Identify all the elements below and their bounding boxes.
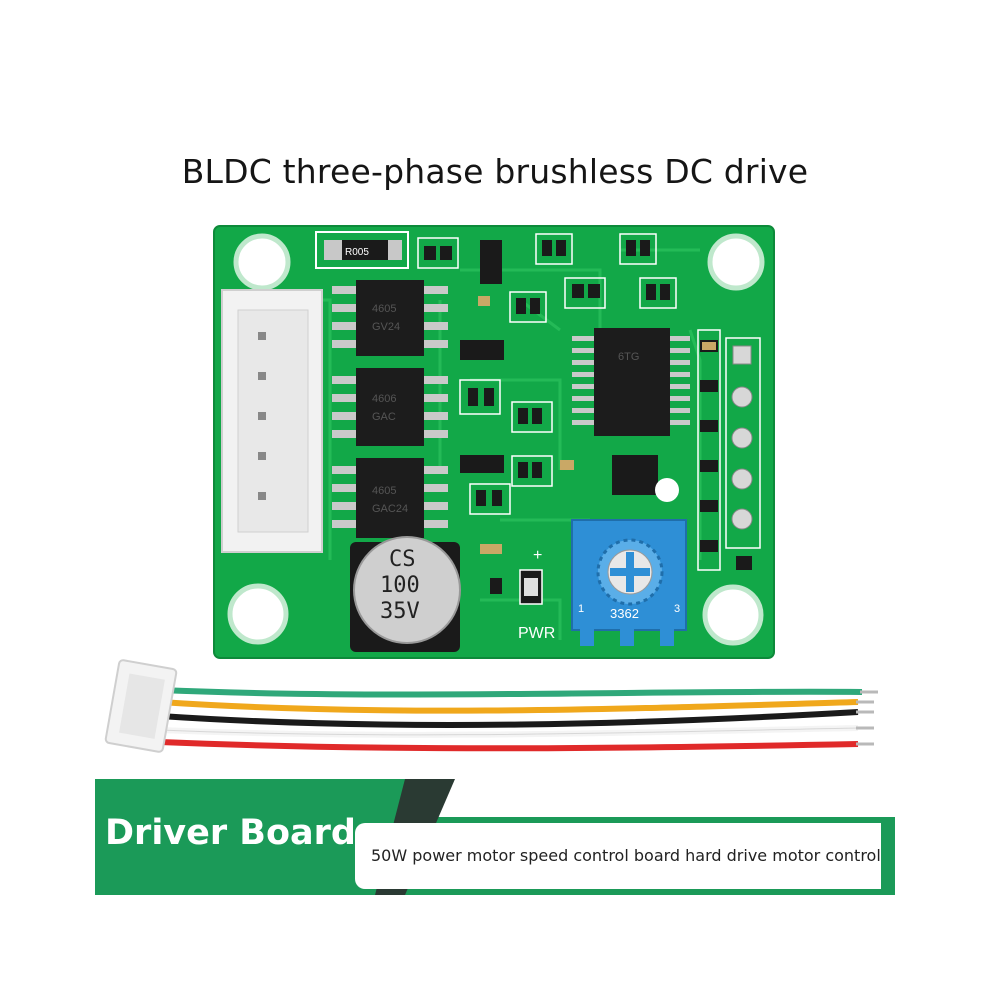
pcb-connector (221, 289, 323, 553)
banner-subtitle-box: 50W power motor speed control board hard… (355, 823, 881, 889)
svg-text:GAC24: GAC24 (372, 503, 408, 515)
svg-text:GV24: GV24 (372, 321, 400, 333)
electrolytic-capacitor: CS 100 35V (350, 536, 461, 652)
mount-hole-tr (707, 233, 765, 291)
svg-text:6TG: 6TG (618, 351, 639, 363)
svg-text:1: 1 (578, 603, 584, 615)
pot-label: 3362 (610, 606, 639, 621)
banner-heading-block: Driver Board (95, 779, 405, 895)
svg-text:CS: CS (389, 547, 416, 572)
potentiometer: 3362 1 3 (571, 519, 687, 646)
banner-subtitle: 50W power motor speed control board hard… (371, 846, 881, 865)
resistor-label: R005 (345, 247, 369, 258)
svg-text:35V: 35V (380, 599, 420, 624)
svg-text:3: 3 (674, 603, 680, 615)
feature-banner: Driver Board 50W power motor speed contr… (95, 779, 895, 895)
page-title: BLDC three-phase brushless DC drive (181, 152, 809, 191)
smd-components (417, 233, 761, 594)
mount-hole-tl (233, 233, 291, 291)
svg-text:GAC: GAC (372, 411, 396, 423)
banner-heading: Driver Board (105, 813, 356, 853)
svg-text:4605: 4605 (372, 485, 396, 497)
svg-text:4606: 4606 (372, 393, 396, 405)
svg-text:4605: 4605 (372, 303, 396, 315)
svg-text:+: + (533, 547, 542, 564)
mount-hole-bl (227, 583, 289, 645)
pwr-led: PWR + (518, 547, 555, 642)
controller-ic: 6TG (572, 328, 690, 436)
wire-connector (104, 659, 178, 753)
mosfet-2: 4606 GAC (332, 368, 448, 446)
pwr-label: PWR (518, 625, 555, 642)
mount-hole-br (702, 584, 764, 646)
wire-harness (104, 659, 878, 753)
mosfet-1: 4605 GV24 (332, 280, 448, 356)
mosfet-3: 4605 GAC24 (332, 458, 448, 538)
svg-text:100: 100 (380, 573, 420, 598)
header-pins (731, 345, 753, 530)
shunt-resistor: R005 (315, 231, 409, 269)
